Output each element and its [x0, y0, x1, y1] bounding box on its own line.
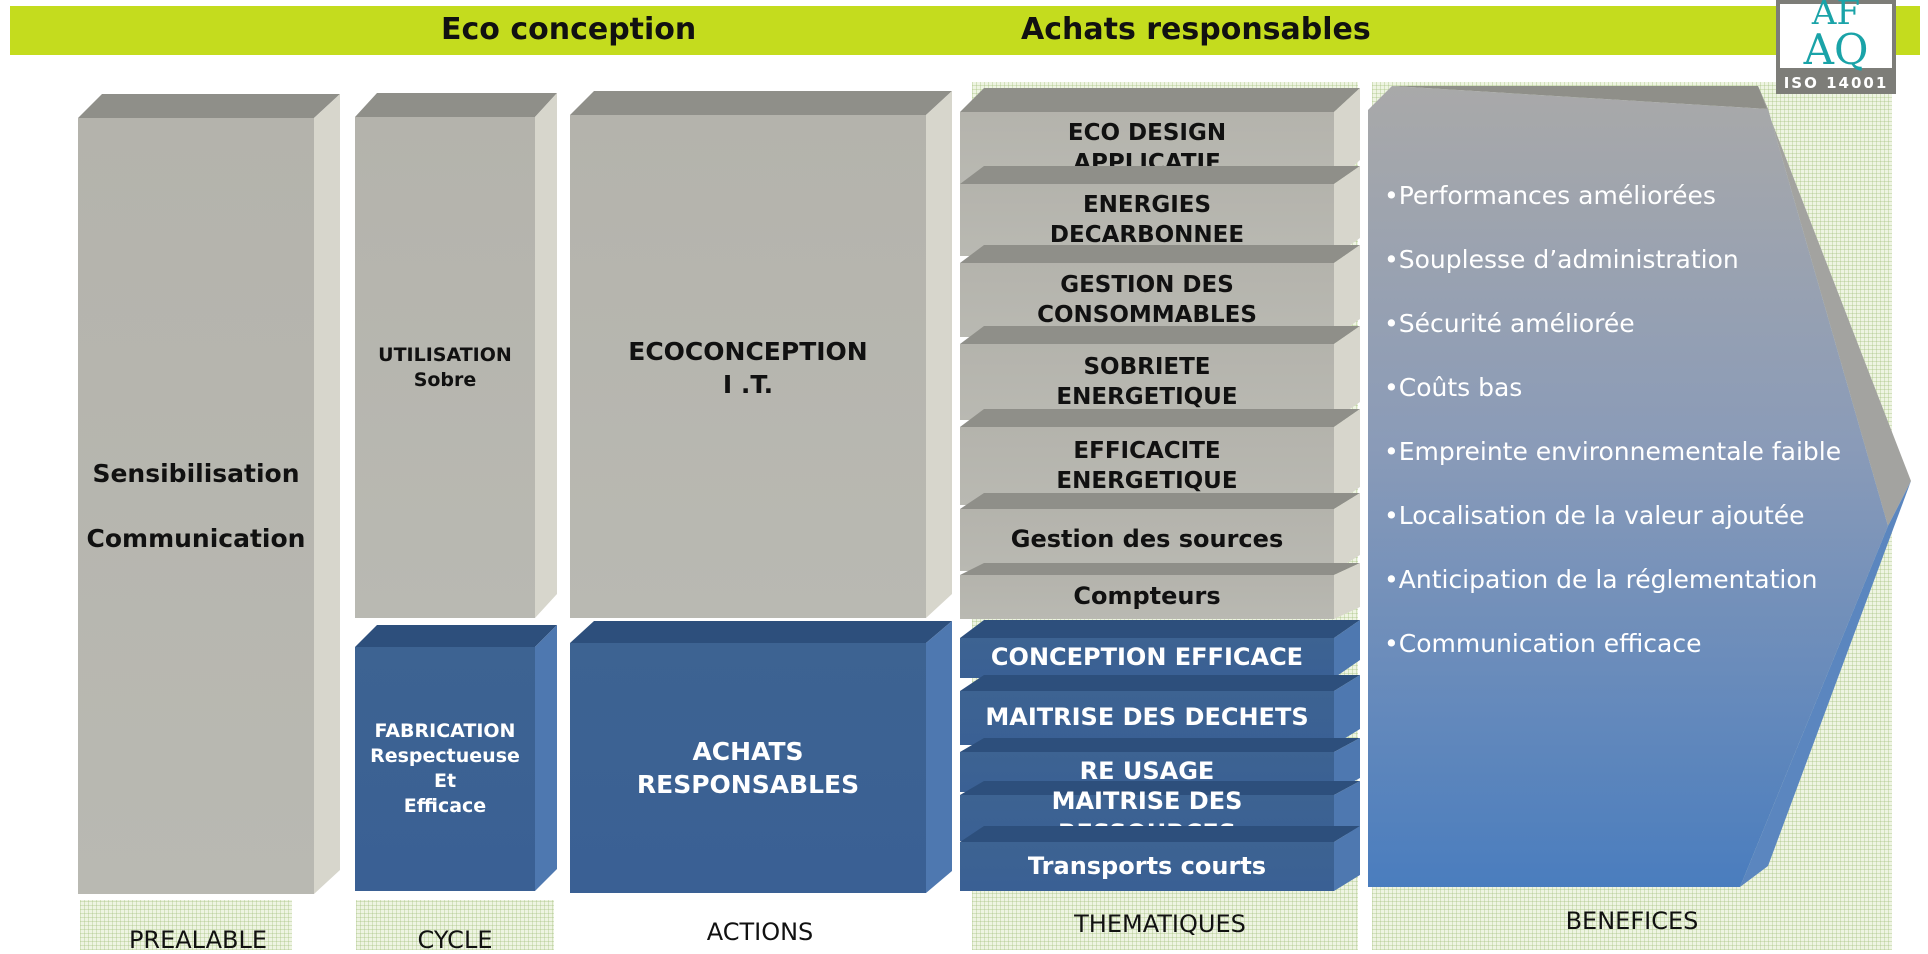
energetique-label: ENERGETIQUE — [1056, 384, 1238, 410]
decarbonnee-label: DECARBONNEE — [1049, 222, 1245, 248]
it-label: I .T. — [722, 370, 774, 399]
utilisation-block: UTILISATION Sobre — [355, 93, 557, 618]
svg-text:AF: AF — [1811, 0, 1860, 33]
benefit-item: •Coûts bas — [1384, 373, 1523, 402]
sobre-label: Sobre — [413, 369, 477, 392]
gestion-sources-label: Gestion des sources — [1010, 525, 1284, 554]
benefices-arrow — [1368, 86, 1911, 887]
compteurs-label: Compteurs — [1073, 582, 1221, 611]
conception-efficace-label: CONCEPTION EFFICACE — [990, 643, 1304, 672]
afaq-seal-icon: AF AQ — [1803, 0, 1869, 74]
benefit-item: •Souplesse d’administration — [1384, 245, 1739, 274]
benefit-item: •Anticipation de la réglementation — [1384, 565, 1818, 594]
thematique-blue-4: Transports courts — [960, 826, 1360, 891]
thematique-grey-3: SOBRIETE ENERGETIQUE — [960, 326, 1360, 420]
cycle-label: CYCLE — [417, 926, 493, 954]
benefices-label: BENEFICES — [1565, 907, 1699, 935]
thematique-grey-2: GESTION DES CONSOMMABLES — [960, 245, 1360, 337]
thematique-blue-1: MAITRISE DES DECHETS — [960, 675, 1360, 745]
sobriete-label: SOBRIETE — [1083, 353, 1211, 380]
thematiques-label: THEMATIQUES — [1074, 910, 1246, 938]
consommables-label: CONSOMMABLES — [1037, 302, 1257, 328]
respectueuse-label: Respectueuse — [370, 744, 520, 767]
svg-text:AQ: AQ — [1803, 25, 1869, 74]
transports-courts-label: Transports courts — [1027, 851, 1267, 880]
benefit-item: •Performances améliorées — [1384, 181, 1716, 210]
achats-label: ACHATS — [692, 737, 804, 766]
ecoconception-label: ECOCONCEPTION — [628, 337, 868, 366]
header-banner — [10, 6, 1920, 55]
benefit-item: •Communication efficace — [1384, 629, 1702, 658]
thematique-grey-5: Gestion des sources — [960, 493, 1360, 571]
efficacite-label: EFFICACITE — [1073, 437, 1221, 464]
energetique-label: ENERGETIQUE — [1056, 468, 1238, 494]
grid-background — [80, 900, 292, 950]
gestion-des-label: GESTION DES — [1060, 271, 1234, 298]
achats-block: ACHATS RESPONSABLES — [570, 621, 952, 893]
benefit-item: •Localisation de la valeur ajoutée — [1384, 501, 1805, 530]
thematique-blue-0: CONCEPTION EFFICACE — [960, 620, 1360, 678]
et-label: Et — [433, 770, 457, 792]
fabrication-label: FABRICATION — [374, 719, 516, 742]
communication-label: Communication — [86, 524, 306, 553]
responsables-label: RESPONSABLES — [636, 770, 860, 799]
energies-label: ENERGIES — [1082, 191, 1212, 218]
ecoconception-block: ECOCONCEPTION I .T. — [570, 91, 952, 618]
thematique-grey-1: ENERGIES DECARBONNEE — [960, 166, 1360, 256]
thematique-grey-4: EFFICACITE ENERGETIQUE — [960, 409, 1360, 505]
maitrise-dechets-label: MAITRISE DES DECHETS — [985, 703, 1309, 732]
eco-conception-title: Eco conception — [441, 12, 697, 47]
iso-caption: ISO 14001 — [1783, 74, 1889, 92]
efficace-label: Efficace — [403, 795, 487, 818]
utilisation-label: UTILISATION — [378, 344, 512, 366]
prealable-block: Sensibilisation Communication — [78, 94, 340, 894]
benefit-item: •Sécurité améliorée — [1384, 309, 1635, 338]
grid-background — [356, 900, 554, 950]
thematique-grey-6: Compteurs — [960, 563, 1360, 619]
fabrication-block: FABRICATION Respectueuse Et Efficace — [355, 625, 557, 891]
re-usage-label: RE USAGE — [1079, 757, 1215, 786]
eco-design-label: ECO DESIGN — [1067, 119, 1227, 146]
achats-responsables-title: Achats responsables — [1021, 12, 1371, 47]
actions-label: ACTIONS — [706, 918, 814, 946]
prealable-label: PREALABLE — [128, 926, 268, 954]
benefit-item: •Empreinte environnementale faible — [1384, 437, 1842, 466]
afaq-logo: AF AQ ISO 14001 — [1776, 0, 1896, 94]
sensibilisation-label: Sensibilisation — [92, 459, 300, 488]
